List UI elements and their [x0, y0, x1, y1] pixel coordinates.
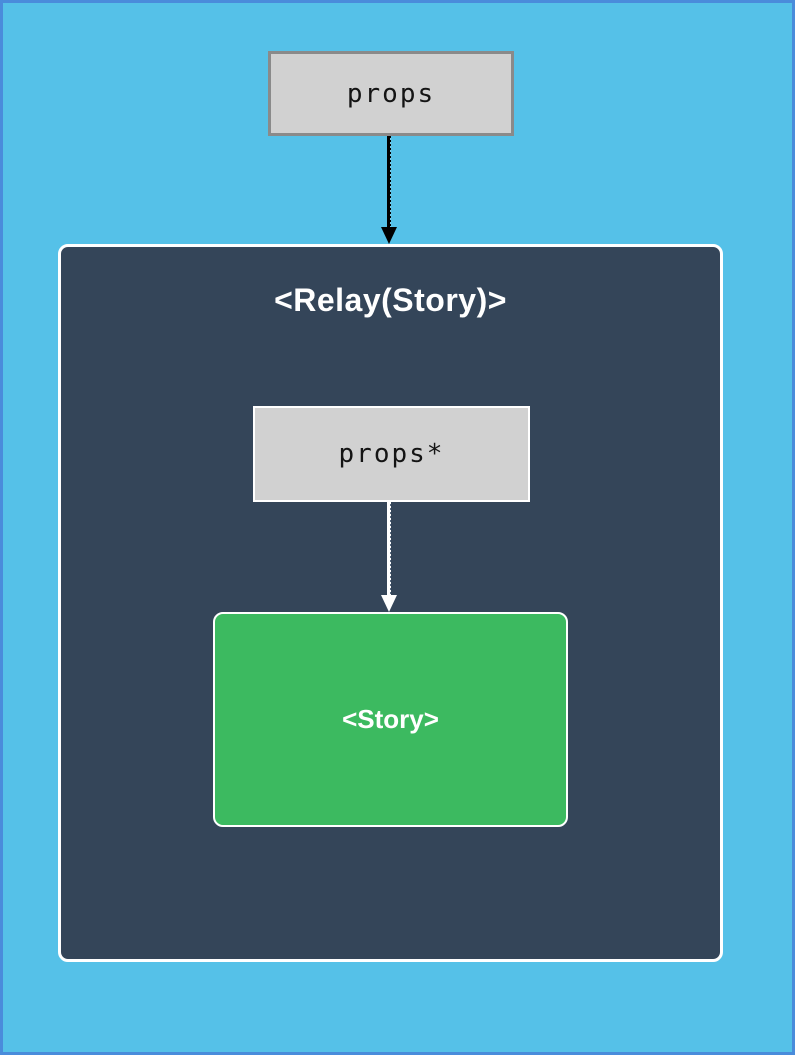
- inner-props-label: props*: [338, 439, 445, 469]
- arrow-shaft: [387, 502, 391, 596]
- arrow-shaft: [387, 136, 391, 228]
- story-box: <Story>: [213, 612, 568, 827]
- arrowhead-down-icon: [381, 227, 397, 244]
- outer-props-box: props: [268, 51, 514, 136]
- outer-props-label: props: [346, 78, 436, 109]
- relay-story-title: <Relay(Story)>: [274, 282, 507, 318]
- arrowhead-down-icon: [381, 595, 397, 612]
- relay-story-container: <Relay(Story)> props* <Story>: [58, 244, 723, 962]
- story-label: <Story>: [342, 704, 439, 734]
- inner-props-box: props*: [253, 406, 530, 502]
